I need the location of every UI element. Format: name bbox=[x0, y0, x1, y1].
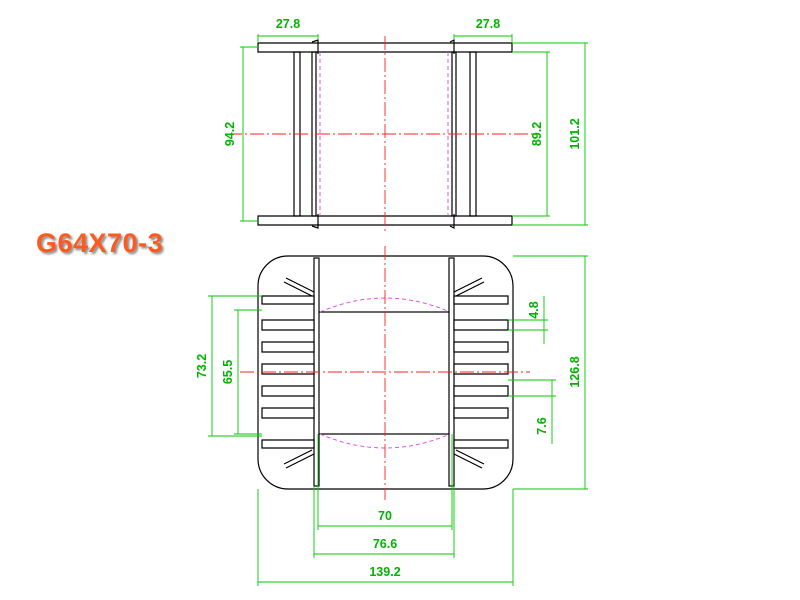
dim-height-65: 65.5 bbox=[221, 360, 235, 384]
bobbin-outline bbox=[257, 255, 514, 490]
dim-inner-width: 70 bbox=[378, 509, 392, 523]
dim-fin-pitch: 7.6 bbox=[535, 417, 549, 434]
dim-top-right-flange: 27.8 bbox=[476, 17, 500, 31]
right-fins bbox=[453, 295, 509, 449]
dim-height-73: 73.2 bbox=[195, 354, 209, 378]
dim-outer-height: 101.2 bbox=[568, 118, 582, 149]
dim-total-height: 126.8 bbox=[568, 356, 582, 387]
top-view bbox=[228, 34, 588, 232]
dim-mid-width: 76.6 bbox=[373, 537, 397, 551]
left-fins bbox=[261, 295, 315, 449]
dim-top-left-flange: 27.8 bbox=[276, 17, 300, 31]
dim-left-height: 94.2 bbox=[223, 122, 237, 146]
dim-inner-height: 89.2 bbox=[530, 122, 544, 146]
part-title: G64X70-3 bbox=[36, 228, 164, 258]
dim-total-width: 139.2 bbox=[369, 565, 400, 579]
bottom-view bbox=[208, 246, 588, 586]
dim-slot-width: 4.8 bbox=[527, 301, 541, 318]
